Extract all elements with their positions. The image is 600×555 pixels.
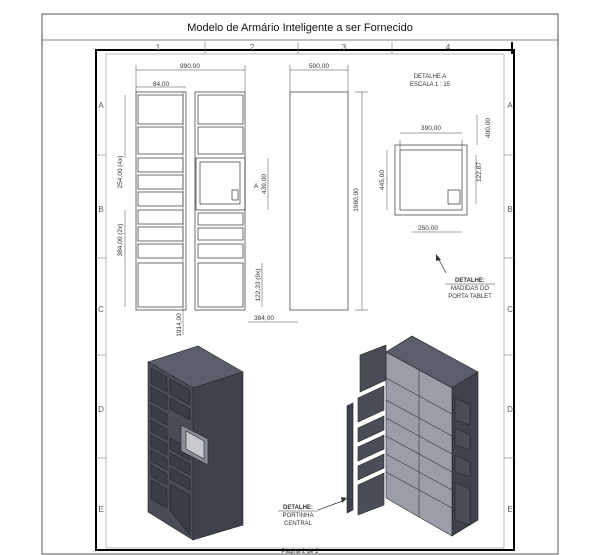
dim-detail-250: 250,00: [418, 225, 438, 232]
page-footer: Página 2 de 2: [281, 549, 319, 555]
tablet-callout-arrowhead: [436, 254, 441, 261]
portinha-detail-line3: CENTRAL: [284, 521, 313, 527]
grid-row-c-right: C: [507, 305, 513, 314]
dim-detail-122: 122,87: [476, 162, 483, 182]
tablet-callout-arrow: [437, 257, 447, 274]
detail-a-scale: ESCALA 1 : 15: [410, 82, 451, 88]
dim-detail-390: 390,00: [421, 125, 441, 132]
dim-detail-445: 445,00: [379, 170, 386, 190]
dim-door-439: 439,00: [261, 174, 268, 194]
callout-a: A: [254, 183, 259, 190]
grid-col-2: 2: [250, 43, 255, 52]
dim-height-1914: 1914,00: [176, 313, 183, 337]
portinha-callout-arrowhead: [341, 497, 347, 503]
dim-door-384: 384,00 (2x): [117, 224, 124, 257]
front-dimension-lines: [124, 65, 368, 335]
grid-col-1: 1: [156, 43, 161, 52]
portinha-detail-line2: PORTINHA: [283, 513, 314, 519]
detail-a-title: DETALHE A: [414, 74, 447, 80]
drawing-title: Modelo de Armário Inteligente a ser Forn…: [187, 22, 413, 34]
front-view: [135, 91, 349, 311]
dim-col-width: 84,00: [153, 81, 170, 88]
grid-row-a: A: [98, 101, 104, 110]
dim-door-254: 254,00 (4x): [117, 156, 124, 189]
dim-detail-400: 400,00: [485, 118, 492, 138]
dim-bottom-384: 384,00: [254, 315, 274, 322]
zone-frame: [105, 53, 505, 549]
sheet-border: [41, 13, 559, 555]
dim-height-total: 1980,00: [353, 188, 360, 212]
grid-row-a-right: A: [507, 101, 513, 110]
grid-row-c: C: [98, 305, 104, 314]
dim-door-122: 122,33 (9x): [255, 269, 262, 302]
portinha-callout-arrow: [317, 499, 346, 511]
grid-row-d: D: [98, 405, 104, 414]
dim-depth: 500,00: [309, 63, 329, 70]
grid-col-3: 3: [342, 43, 347, 52]
drawing-frame: [95, 49, 515, 551]
portinha-detail-line1: DETALHE:: [283, 505, 313, 511]
grid-col-4: 4: [446, 43, 451, 52]
tablet-detail-line2: MADIDAS DO: [451, 286, 489, 292]
grid-row-d-right: D: [507, 405, 513, 414]
dim-width-total: 990,00: [180, 63, 200, 70]
tablet-detail-line3: PORTA TABLET: [448, 294, 492, 300]
detail-a-dimension-lines: [386, 115, 478, 233]
isometric-closed-cabinet: [147, 345, 244, 541]
detail-a-view: [394, 144, 468, 216]
grid-row-ticks: [96, 154, 514, 459]
grid-row-e-right: E: [507, 505, 512, 514]
isometric-open-cabinet: [346, 335, 479, 537]
grid-row-e: E: [98, 505, 103, 514]
tablet-detail-line1: DETALHE:: [455, 278, 485, 284]
grid-row-b: B: [98, 205, 103, 214]
grid-row-b-right: B: [507, 205, 512, 214]
